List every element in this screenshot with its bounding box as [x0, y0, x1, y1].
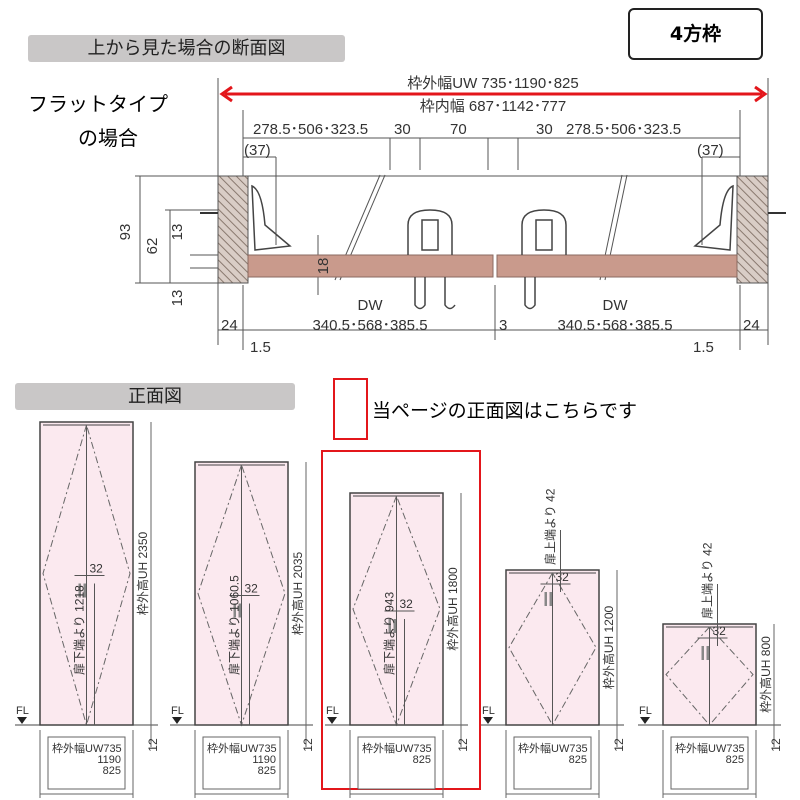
- dim-93: 93: [117, 224, 134, 241]
- handle-height-label: 扉上端より 42: [544, 488, 558, 565]
- dim-24-left: 24: [221, 317, 238, 334]
- frame-width-label: 825: [413, 754, 431, 766]
- dw-left: DW: [358, 297, 384, 314]
- type-label-2: の場合: [78, 126, 138, 150]
- right-handle-icon: [521, 209, 567, 255]
- width-label-box: [357, 736, 436, 790]
- legend-red-box: [333, 378, 368, 440]
- section-title: 上から見た場合の断面図: [28, 35, 345, 62]
- handle-icon: [701, 646, 704, 660]
- fl-label: FL: [326, 705, 339, 717]
- right-span-label: 278.5･506･323.5: [566, 121, 681, 138]
- inner-width-label: 枠内幅 687･1142･777: [420, 98, 566, 115]
- handle-gap-label: 32: [245, 582, 259, 596]
- width-label-box: [202, 736, 281, 790]
- bottom-gap-label: 12: [769, 738, 783, 752]
- frame-height-label: 枠外高UH 1200: [601, 605, 616, 689]
- floor-level-icon: [327, 717, 337, 724]
- right-hinge-icon: [693, 184, 734, 251]
- legend-note: 当ページの正面図はこちらです: [372, 400, 638, 422]
- frame-type-badge: 4方枠: [628, 8, 763, 60]
- handle-icon: [233, 603, 236, 618]
- dim-18: 18: [315, 258, 332, 275]
- frame-width-label: 825: [726, 754, 744, 766]
- frame-height-label: 枠外高UH 800: [758, 636, 773, 713]
- right-door-panel: [496, 254, 738, 278]
- frame-width-label: 枠外幅UW735: [362, 741, 432, 755]
- dim-62: 62: [144, 238, 161, 255]
- dw-left-values: 340.5･568･385.5: [312, 317, 427, 334]
- dim-24-right: 24: [743, 317, 760, 334]
- handle-icon: [544, 592, 547, 606]
- frame-width-label: 1190: [252, 754, 276, 766]
- bottom-gap-label: 12: [146, 738, 160, 752]
- floor-level-icon: [17, 717, 27, 724]
- frame-height-label: 枠外高UH 1800: [445, 567, 460, 651]
- dim-37-left: (37): [244, 142, 271, 159]
- dim-13-bottom: 13: [169, 290, 186, 307]
- left-hinge-icon: [251, 184, 292, 251]
- handle-gap-label: 32: [90, 562, 104, 576]
- width-label-box: [513, 736, 592, 790]
- fl-label: FL: [639, 705, 652, 717]
- outer-width-label: 枠外幅UW 735･1190･825: [407, 75, 578, 92]
- floor-level-icon: [172, 717, 182, 724]
- handle-icon: [78, 583, 81, 598]
- frame-height-label: 枠外高UH 2350: [135, 531, 150, 615]
- bottom-gap-label: 12: [456, 738, 470, 752]
- floor-level-icon: [483, 717, 493, 724]
- fl-label: FL: [171, 705, 184, 717]
- handle-height-label: 扉下端より 1218: [73, 585, 87, 675]
- handle-gap-label: 32: [713, 624, 727, 638]
- fl-label: FL: [16, 705, 29, 717]
- frame-width-label: 825: [569, 754, 587, 766]
- frame-width-label: 枠外幅UW735: [518, 741, 588, 755]
- frame-width-label: 枠外幅UW735: [675, 741, 745, 755]
- dw-right: DW: [603, 297, 629, 314]
- handle-gap-label: 32: [556, 570, 570, 584]
- handle-height-label: 扉上端より 42: [701, 542, 715, 619]
- left-door-panel: [247, 254, 494, 278]
- dim-70: 70: [450, 121, 467, 138]
- left-frame-section: [217, 175, 249, 284]
- fl-label: FL: [482, 705, 495, 717]
- frame-width-label: 1190: [97, 754, 121, 766]
- dim-13-top: 13: [169, 224, 186, 241]
- frame-width-label: 枠外幅UW735: [207, 741, 277, 755]
- handle-height-label: 扉下端より 943: [383, 592, 397, 675]
- type-label-1: フラットタイプ: [28, 92, 168, 116]
- bottom-gap-label: 12: [301, 738, 315, 752]
- handle-icon: [388, 619, 391, 633]
- right-frame-section: [736, 175, 769, 284]
- handle-height-label: 扉下端より 1060.5: [228, 575, 242, 675]
- dim-30-right: 30: [536, 121, 553, 138]
- frame-height-label: 枠外高UH 2035: [290, 551, 305, 635]
- dim-30-left: 30: [394, 121, 411, 138]
- section-diagram: 枠外幅UW 735･1190･825 枠内幅 687･1142･777 278.…: [117, 75, 786, 356]
- bottom-gap-label: 12: [612, 738, 626, 752]
- handle-gap-label: 32: [400, 597, 414, 611]
- left-span-label: 278.5･506･323.5: [253, 121, 368, 138]
- floor-level-icon: [640, 717, 650, 724]
- frame-width-label: 825: [258, 765, 276, 777]
- dim-37-right: (37): [697, 142, 724, 159]
- dim-1-5-left: 1.5: [250, 339, 271, 356]
- dim-3: 3: [499, 317, 507, 334]
- left-handle-icon: [407, 209, 453, 255]
- dw-right-values: 340.5･568･385.5: [557, 317, 672, 334]
- dim-1-5-right: 1.5: [693, 339, 714, 356]
- front-view-title: 正面図: [15, 383, 295, 410]
- width-label-box: [670, 736, 749, 790]
- width-label-box: [47, 736, 126, 790]
- frame-width-label: 枠外幅UW735: [52, 741, 122, 755]
- frame-width-label: 825: [103, 765, 121, 777]
